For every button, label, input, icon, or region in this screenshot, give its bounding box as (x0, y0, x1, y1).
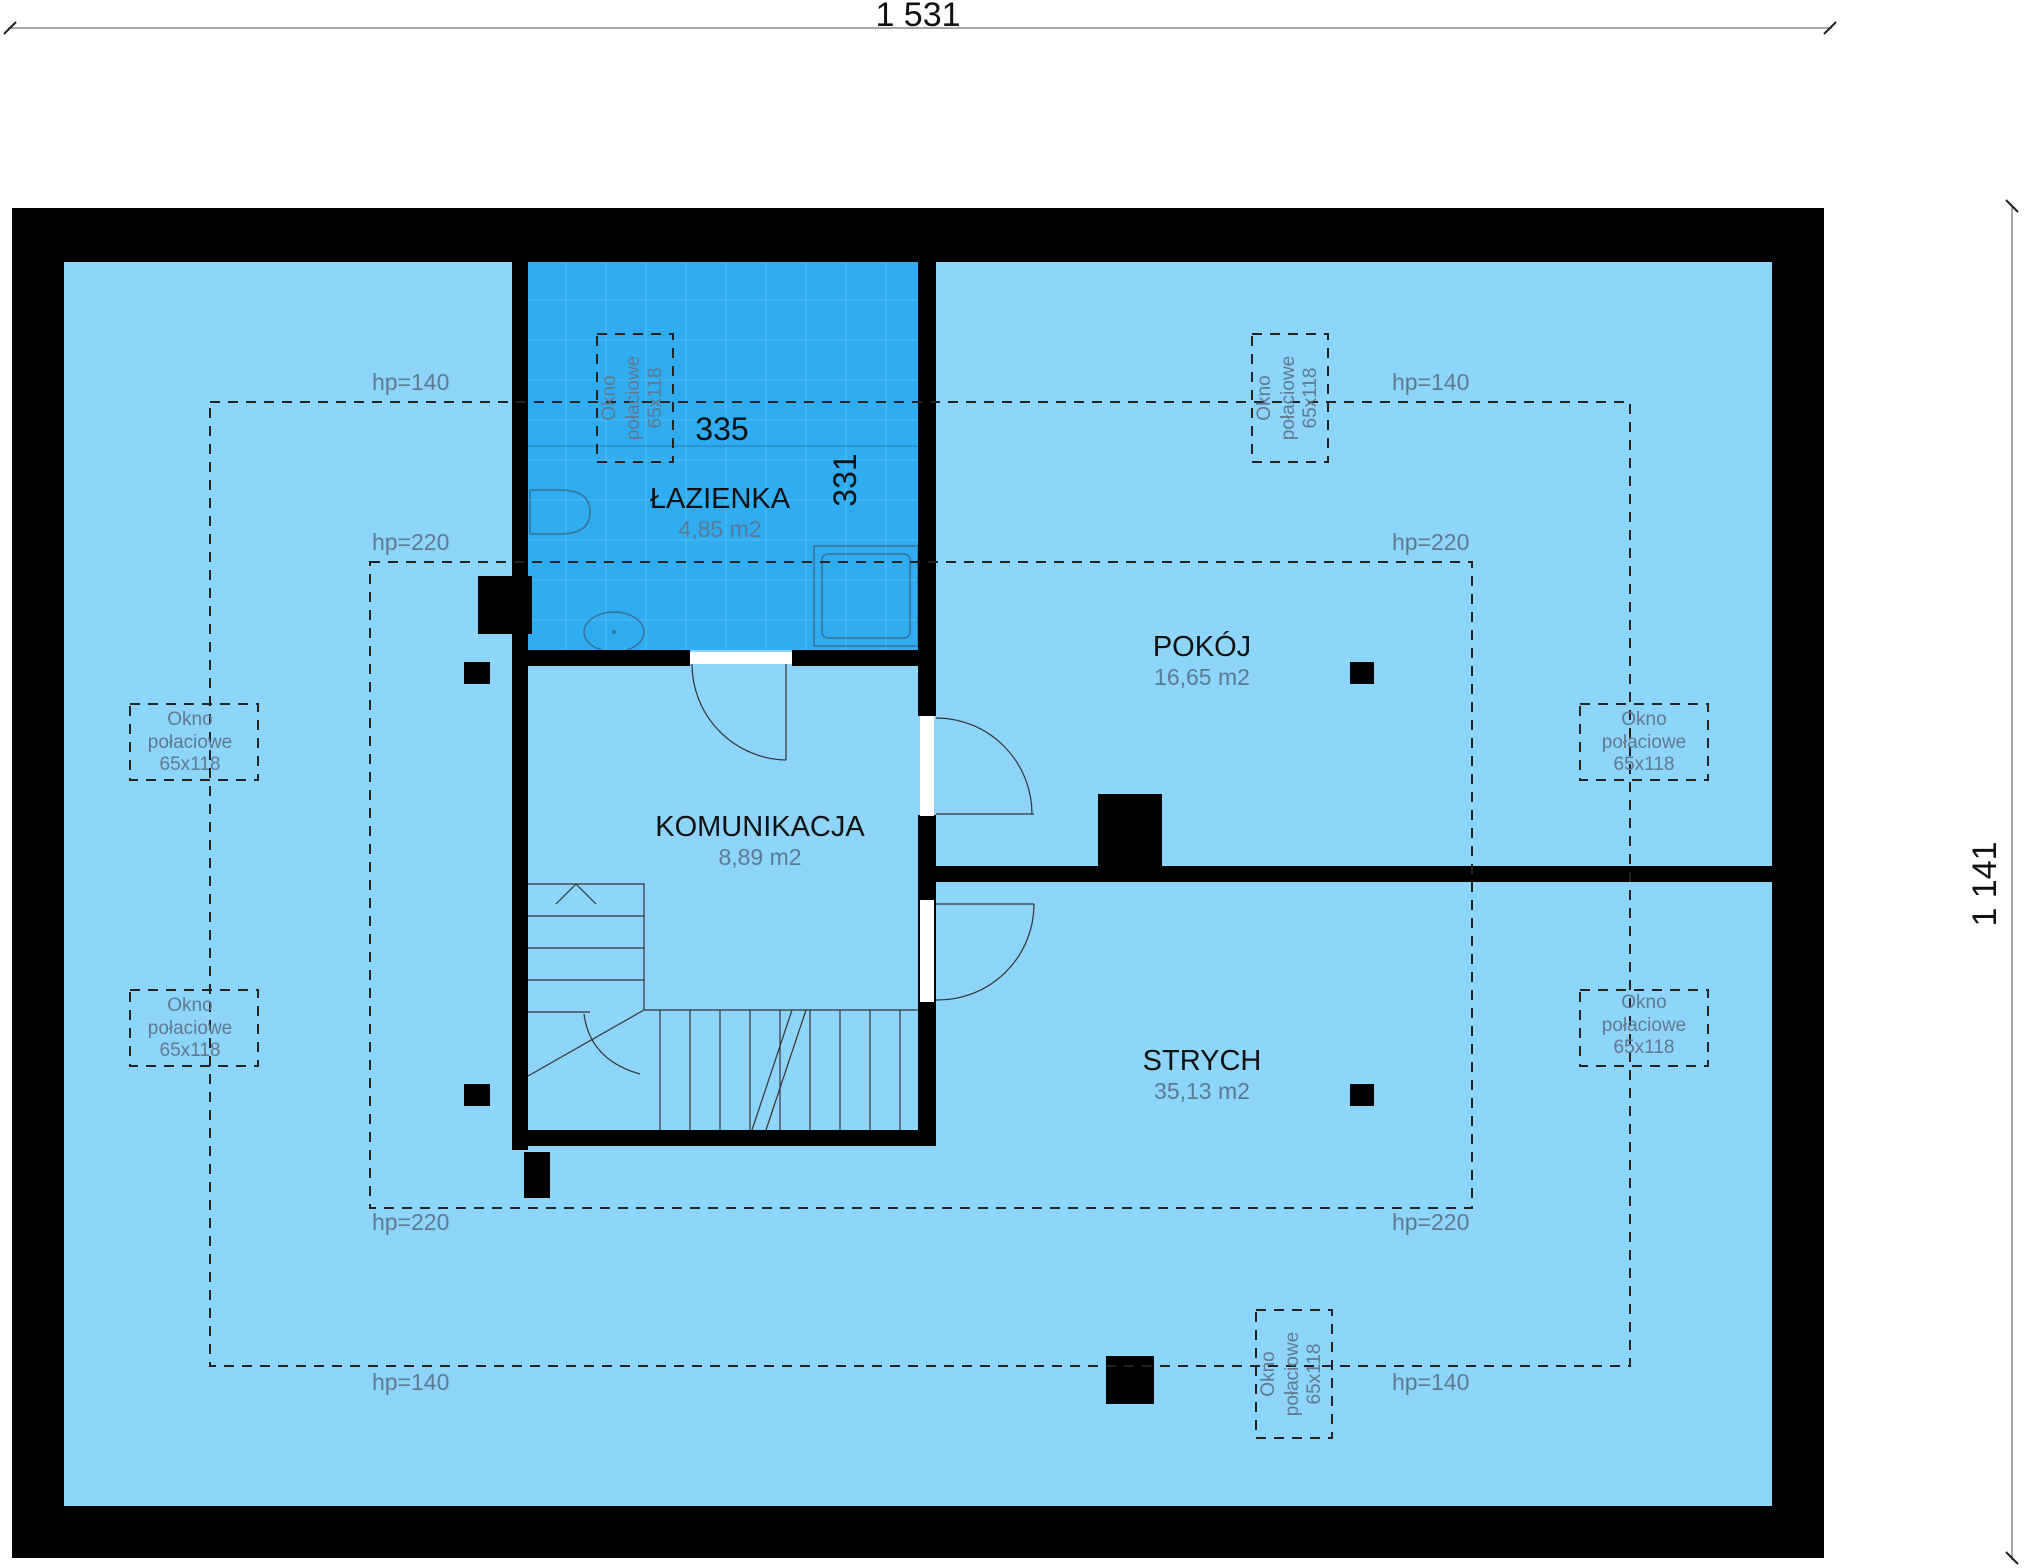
svg-text:8,89 m2: 8,89 m2 (718, 844, 801, 870)
svg-text:Okno: Okno (1621, 709, 1666, 730)
svg-text:ŁAZIENKA: ŁAZIENKA (650, 483, 791, 515)
toilet (529, 489, 591, 535)
roof-window-bottom: Okno połaciowe 65x118 (1255, 1309, 1333, 1439)
svg-text:4,85 m2: 4,85 m2 (678, 516, 761, 542)
bathroom-tiles (526, 262, 920, 650)
svg-text:65x118: 65x118 (160, 1040, 221, 1061)
svg-text:Okno: Okno (599, 375, 620, 420)
svg-text:połaciowe: połaciowe (1602, 1015, 1687, 1036)
svg-text:połaciowe: połaciowe (623, 356, 644, 441)
roof-window-left-upper: Okno połaciowe 65x118 (129, 703, 259, 781)
svg-text:Okno: Okno (167, 995, 212, 1016)
height-zone-220 (369, 561, 1473, 1209)
overall-height-label: 1 141 (1966, 841, 2004, 926)
svg-text:16,65 m2: 16,65 m2 (1154, 664, 1250, 690)
hp140-top-right: hp=140 (1392, 369, 1469, 395)
svg-text:połaciowe: połaciowe (148, 1018, 233, 1039)
roof-window-right-lower: Okno połaciowe 65x118 (1579, 989, 1709, 1067)
height-zone-140 (209, 401, 1631, 1367)
svg-text:połaciowe: połaciowe (1282, 1332, 1303, 1417)
svg-text:65x118: 65x118 (1300, 368, 1321, 429)
room-label-bathroom: ŁAZIENKA 4,85 m2 (650, 483, 791, 542)
svg-text:Okno: Okno (1621, 992, 1666, 1013)
bathroom-depth-dimension: 331 (827, 453, 863, 506)
hp220-top-right: hp=220 (1392, 529, 1469, 555)
hp220-bottom-right: hp=220 (1392, 1209, 1469, 1235)
svg-text:POKÓJ: POKÓJ (1153, 630, 1251, 663)
hp220-top-left: hp=220 (372, 529, 449, 555)
roof-window-right-upper: Okno połaciowe 65x118 (1579, 703, 1709, 781)
roof-window-room: Okno połaciowe 65x118 (1251, 333, 1329, 463)
svg-text:65x118: 65x118 (1614, 1037, 1675, 1058)
door-opening-room (920, 714, 934, 816)
room-label-room: POKÓJ 16,65 m2 (1153, 630, 1251, 690)
svg-text:65x118: 65x118 (1614, 754, 1675, 775)
hp220-bottom-left: hp=220 (372, 1209, 449, 1235)
svg-text:65x118: 65x118 (160, 754, 221, 775)
bathroom-width-dimension: 335 (695, 411, 748, 447)
svg-text:65x118: 65x118 (645, 368, 666, 429)
svg-text:STRYCH: STRYCH (1143, 1045, 1262, 1077)
hp140-bottom-left: hp=140 (372, 1369, 449, 1395)
door-swing-attic (935, 903, 1035, 1001)
room-label-attic: STRYCH 35,13 m2 (1143, 1045, 1262, 1104)
svg-text:połaciowe: połaciowe (148, 732, 233, 753)
overall-width-label: 1 531 (875, 0, 960, 34)
svg-text:KOMUNIKACJA: KOMUNIKACJA (655, 811, 865, 843)
svg-text:połaciowe: połaciowe (1602, 732, 1687, 753)
roof-window-left-lower: Okno połaciowe 65x118 (129, 989, 259, 1067)
hp140-top-left: hp=140 (372, 369, 449, 395)
svg-text:połaciowe: połaciowe (1278, 356, 1299, 441)
bathroom-floor (526, 262, 920, 650)
door-opening-bathroom (690, 652, 792, 664)
door-opening-attic (920, 900, 934, 1002)
overall-width-dimension: 1 531 (3, 0, 1837, 35)
overall-height-dimension: 1 141 (1966, 199, 2019, 1565)
svg-text:65x118: 65x118 (1304, 1344, 1325, 1405)
svg-text:Okno: Okno (1254, 375, 1275, 420)
room-label-hall: KOMUNIKACJA 8,89 m2 (655, 811, 865, 870)
door-swing-bathroom (691, 663, 787, 761)
svg-text:Okno: Okno (1258, 1351, 1279, 1396)
staircase (527, 883, 918, 1131)
roof-window-bathroom: Okno połaciowe 65x118 (596, 333, 674, 463)
svg-text:35,13 m2: 35,13 m2 (1154, 1078, 1250, 1104)
hp140-bottom-right: hp=140 (1392, 1369, 1469, 1395)
door-swing-room (935, 717, 1034, 815)
svg-text:Okno: Okno (167, 709, 212, 730)
